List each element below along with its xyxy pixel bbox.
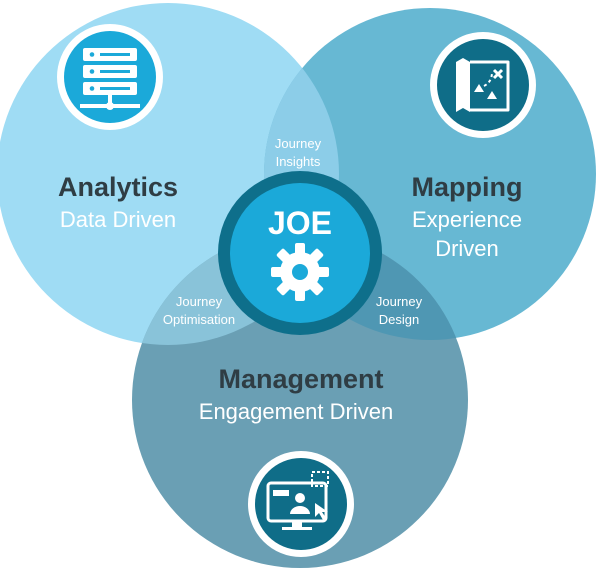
map-icon [456,58,510,112]
gear-icon [271,243,329,301]
design-overlap [264,232,468,340]
optimisation-label-line1: Journey [176,294,223,309]
optimisation-overlap [132,232,339,345]
analytics-icon-badge [57,24,163,130]
insights-label-line2: Insights [276,154,321,169]
monitor-user-icon [266,471,329,530]
mapping-icon-badge [430,32,536,138]
mapping-title: Mapping [412,172,523,202]
design-label-line2: Design [379,312,419,327]
mapping-subtitle-line2: Driven [435,236,499,261]
management-icon-badge [248,451,354,557]
analytics-title: Analytics [58,172,178,202]
mapping-subtitle-line1: Experience [412,207,522,232]
management-subtitle: Engagement Driven [199,399,393,424]
management-title: Management [218,364,383,394]
joe-center-badge: JOE [218,171,382,335]
optimisation-label-line2: Optimisation [163,312,235,327]
analytics-subtitle: Data Driven [60,207,176,232]
insights-label-line1: Journey [275,136,322,151]
design-label-line1: Journey [376,294,423,309]
joe-label: JOE [268,205,332,241]
